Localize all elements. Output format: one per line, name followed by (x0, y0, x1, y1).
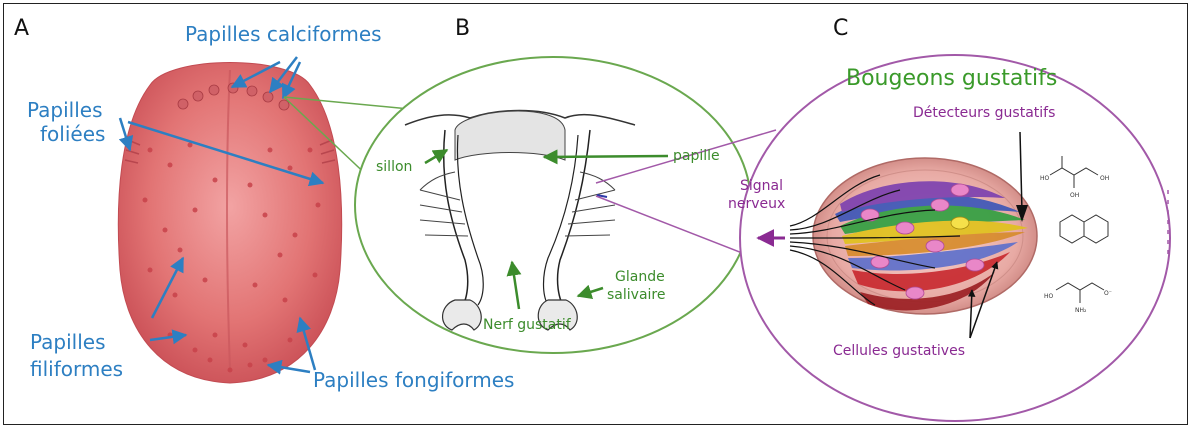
label-signal-line1: Signal (740, 177, 783, 195)
svg-text:HO: HO (1044, 293, 1054, 300)
tongue-drawing (118, 63, 341, 384)
label-detecteurs-gustatifs: Détecteurs gustatifs (913, 104, 1055, 122)
panel-letter-a: A (14, 16, 29, 41)
label-papille: papille (673, 147, 720, 165)
label-sillon: sillon (376, 158, 412, 176)
label-papilles-filiformes-line1: Papilles (30, 330, 106, 354)
svg-text:HO: HO (1040, 175, 1050, 182)
papilla-section (355, 57, 751, 353)
label-nerf-gustatif: Nerf gustatif (483, 316, 571, 334)
svg-text:OH: OH (1100, 175, 1109, 182)
label-papilles-foliees-line2: foliées (40, 122, 105, 146)
label-papilles-filiformes-line2: filiformes (30, 357, 123, 381)
svg-text:OH: OH (1070, 192, 1079, 199)
panel-letter-c: C (833, 16, 848, 41)
label-cellules-gustatives: Cellules gustatives (833, 342, 965, 360)
label-signal-line2: nerveux (728, 195, 785, 213)
label-bougeons-gustatifs: Bougeons gustatifs (846, 66, 1057, 91)
label-papilles-fongiformes: Papilles fongiformes (313, 368, 514, 392)
label-glande-line2: salivaire (607, 286, 665, 304)
label-glande-line1: Glande (615, 268, 665, 286)
label-papilles-calciformes: Papilles calciformes (185, 22, 382, 46)
panel-letter-b: B (455, 16, 470, 41)
svg-text:O⁻: O⁻ (1104, 290, 1112, 297)
label-papilles-foliees-line1: Papilles (27, 98, 103, 122)
svg-text:NH₂: NH₂ (1075, 307, 1087, 314)
